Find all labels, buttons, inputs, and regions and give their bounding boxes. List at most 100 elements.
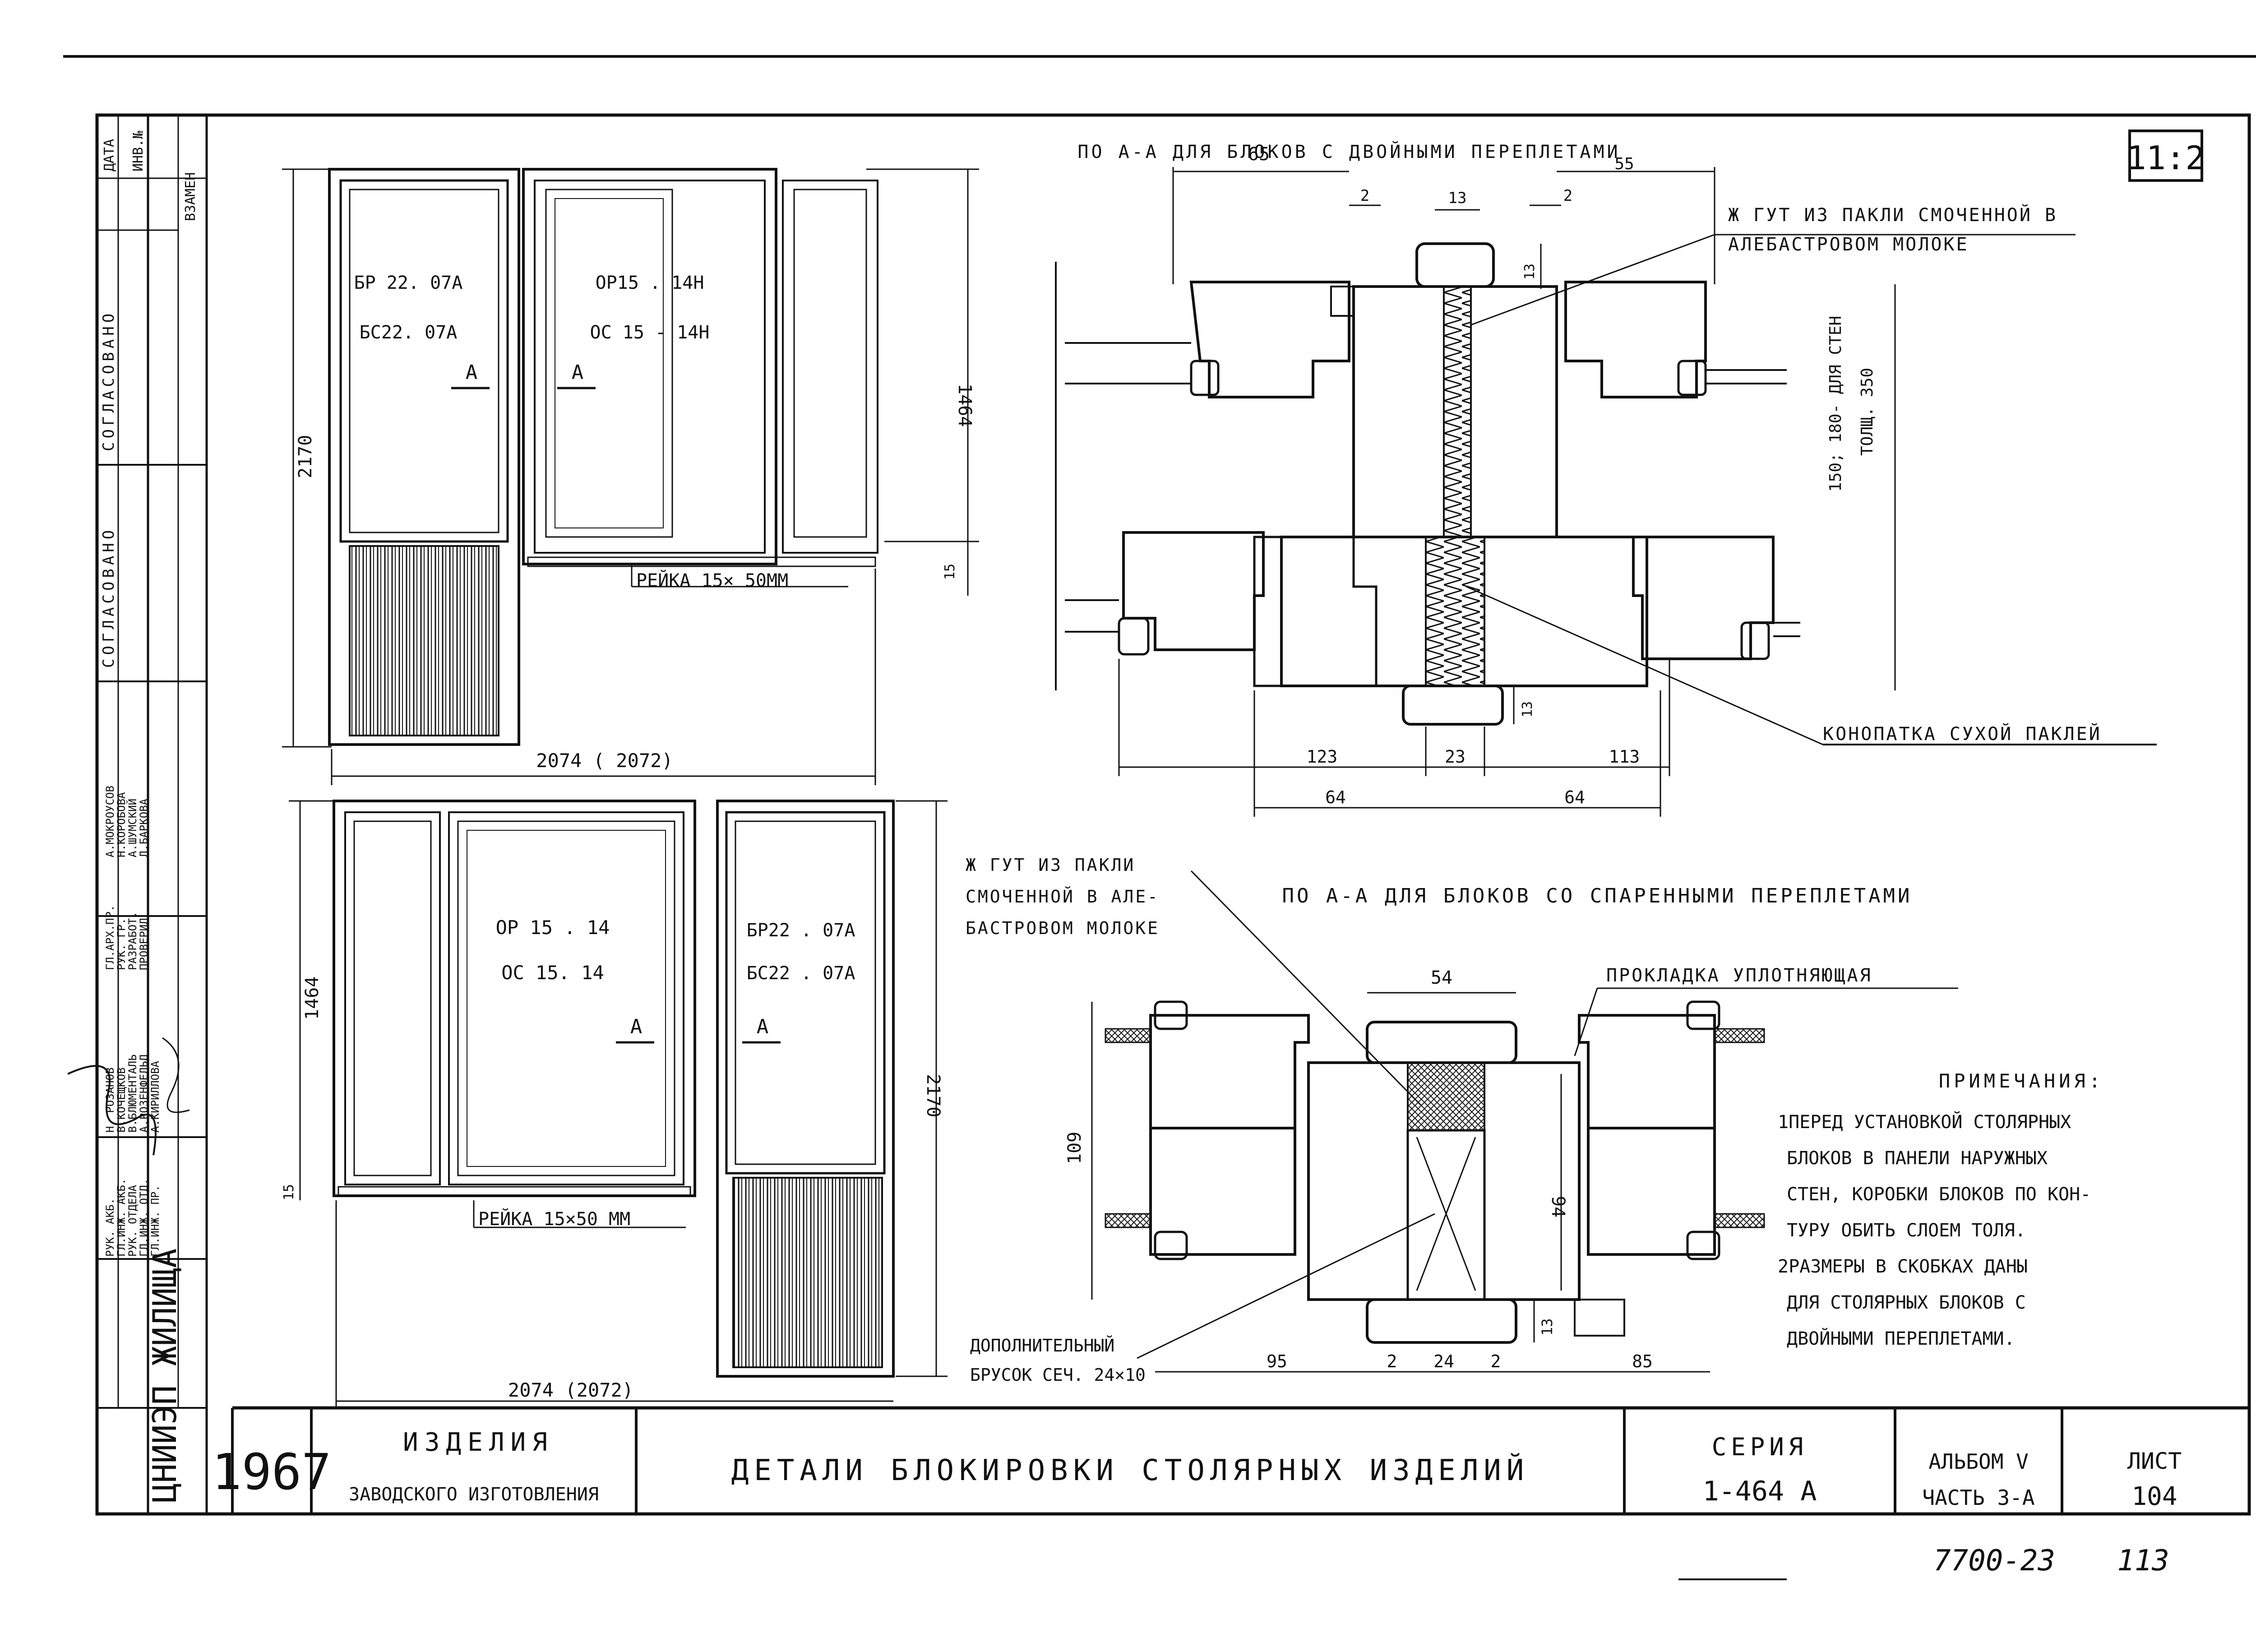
series-label: СЕРИЯ (1712, 1433, 1808, 1461)
dim-d113: 113 (1609, 747, 1640, 767)
paired-dim-d24: 24 (1433, 1351, 1454, 1371)
notes: ПРИМЕЧАНИЯ: 1ПЕРЕД УСТАНОВКОЙ СТОЛЯРНЫХ … (1778, 1070, 2104, 1349)
stamp-role2-2: РУК. ГР. (115, 918, 128, 970)
stamp-name-4: А.РОЗЕНФЕЛЬД (138, 1054, 150, 1133)
wall-note-1: 150; 180- ДЛЯ СТЕН (1826, 316, 1845, 492)
bottom-right-block-1: БР22 . 07А (747, 920, 855, 941)
bottom-dim-15: 15 (281, 1184, 297, 1200)
note-line-5: 2РАЗМЕРЫ В СКОБКАХ ДАНЫ (1778, 1256, 2028, 1277)
bottom-height-window: 1464 (302, 976, 323, 1020)
dim-d23: 23 (1445, 747, 1465, 767)
stamp-name2-3: А.ШУМСКИЙ (126, 799, 139, 857)
stamp-role-3: РУК. ОТДЕЛА (126, 1185, 139, 1257)
callout-tow-2: АЛЕБАСТРОВОМ МОЛОКЕ (1728, 234, 1969, 255)
note-line-6: ДЛЯ СТОЛЯРНЫХ БЛОКОВ С (1787, 1292, 2026, 1313)
side-stamp: СОГЛАСОВАНО СОГЛАСОВАНО ДАТА ИНВ.№ ВЗАМЕ… (67, 115, 208, 1514)
paired-dim-d13: 13 (1539, 1318, 1556, 1336)
album-label: АЛЬБОМ V (1928, 1449, 2029, 1474)
bottom-rail-label: РЕЙКА 15×50 ММ (478, 1208, 630, 1230)
stamp-role-4: ГЛ.ИНЖ. ОТД. (138, 1179, 150, 1257)
sheet-value: 104 (2131, 1482, 2177, 1511)
bottom-left-block-2: ОС 15. 14 (501, 962, 604, 984)
stamp-role2-4: ПРОВЕРИЛ (138, 918, 150, 970)
stamp-name-2: В.КОЧЕЩКОВ (115, 1068, 128, 1133)
paired-dim-d85: 85 (1632, 1351, 1653, 1371)
stamp-role-5: ГЛ.ИНЖ. ПР. (149, 1185, 162, 1257)
top-section-mark-1: А (466, 361, 478, 384)
door-panel-hatch-bottom (732, 1177, 883, 1368)
stamp-name-5: А.КИРИЛЛОВА (149, 1061, 162, 1133)
dim-d13b: 13 (1522, 264, 1538, 280)
signature-mark-2 (162, 1037, 190, 1113)
notes-title: ПРИМЕЧАНИЯ: (1939, 1070, 2104, 1092)
dim-d123: 123 (1307, 747, 1338, 767)
top-rail-label: РЕЙКА 15× 50ММ (636, 569, 788, 591)
section-double: ПО А-А ДЛЯ БЛОКОВ С ДВОЙНЫМИ ПЕРЕПЛЕТАМИ… (1055, 141, 2157, 817)
stamp-agreed-2: СОГЛАСОВАНО (100, 527, 118, 668)
bottom-right-block-2: БС22 . 07А (747, 963, 855, 984)
bottom-width: 2074 (2072) (508, 1379, 633, 1401)
callout-tow-paired-1: Ж ГУТ ИЗ ПАКЛИ (966, 855, 1135, 875)
dim-d13c: 13 (1520, 701, 1535, 717)
stamp-role-1: РУК. АКБ. (104, 1198, 116, 1257)
dim-d2b: 2 (1563, 187, 1572, 205)
dim-d13a: 13 (1448, 189, 1467, 207)
callout-tow-paired-2: СМОЧЕННОЙ В АЛЕ- (966, 887, 1160, 907)
section-double-title: ПО А-А ДЛЯ БЛОКОВ С ДВОЙНЫМИ ПЕРЕПЛЕТАМИ (1077, 141, 1620, 162)
plan-top: БР 22. 07А БС22. 07А ОР15 . 14Н ОС 15 - … (282, 168, 979, 785)
tow-bundle-hatch (1407, 1062, 1485, 1131)
stamp-replace: ВЗАМЕН (183, 172, 199, 221)
sheet-frame (63, 55, 2256, 1580)
note-line-2: БЛОКОВ В ПАНЕЛИ НАРУЖНЫХ (1787, 1148, 2048, 1169)
top-dim-15: 15 (942, 564, 958, 580)
callout-extra-bar-2: БРУСОК СЕЧ. 24×10 (970, 1365, 1146, 1385)
callout-tow-paired-3: БАСТРОВОМ МОЛОКЕ (966, 918, 1160, 938)
stamp-name2-2: Н.КОРОБОВА (115, 792, 128, 857)
dim-d55: 55 (1614, 155, 1634, 173)
series-value: 1-464 А (1703, 1476, 1817, 1507)
top-section-mark-2: А (572, 361, 584, 384)
paired-dim-d94: 94 (1548, 1196, 1568, 1217)
note-line-7: ДВОЙНЫМИ ПЕРЕПЛЕТАМИ. (1787, 1328, 2015, 1349)
bottom-left-block-1: ОР 15 . 14 (496, 916, 610, 939)
organization-name: ЦНИИЭП ЖИЛИЩА (146, 1248, 184, 1503)
stamp-date: ДАТА (102, 139, 117, 171)
note-line-3: СТЕН, КОРОБКИ БЛОКОВ ПО КОН- (1787, 1184, 2091, 1205)
bottom-height-total: 2170 (923, 1074, 943, 1117)
part-label: ЧАСТЬ 3-А (1922, 1485, 2034, 1510)
sheet-number: 11:2 (2127, 139, 2205, 177)
dim-d64b: 64 (1564, 787, 1585, 807)
stamp-name2-1: А.МОКРОУСОВ (104, 786, 116, 857)
top-width: 2074 ( 2072) (536, 750, 673, 772)
bottom-section-mark-2: А (757, 1015, 769, 1038)
dim-d2a: 2 (1360, 187, 1369, 205)
stamp-agreed-1: СОГЛАСОВАНО (100, 310, 118, 451)
top-left-block-2: БС22. 07А (360, 322, 458, 343)
paired-dim-d2a: 2 (1387, 1351, 1397, 1371)
archive-number: 7700-23 (1933, 1544, 2055, 1578)
drawing-title: ДЕТАЛИ БЛОКИРОВКИ СТОЛЯРНЫХ ИЗДЕЛИЙ (731, 1453, 1530, 1487)
stamp-inv: ИНВ.№ (130, 131, 146, 171)
stamp-role-2: ГЛ.ИНЖ. АКБ. (115, 1179, 128, 1257)
section-paired: ПО А-А ДЛЯ БЛОКОВ СО СПАРЕННЫМИ ПЕРЕПЛЕТ… (966, 855, 1958, 1385)
callout-gasket: ПРОКЛАДКА УПЛОТНЯЮЩАЯ (1606, 965, 1872, 986)
year: 1967 (212, 1443, 332, 1501)
product-line-2: ЗАВОДСКОГО ИЗГОТОВЛЕНИЯ (349, 1484, 599, 1505)
stamp-name2-4: Л.БАРКОВА (138, 798, 150, 857)
tow-filler-bottom (1425, 536, 1485, 687)
top-height-window: 1464 (954, 384, 975, 427)
note-line-1: 1ПЕРЕД УСТАНОВКОЙ СТОЛЯРНЫХ (1778, 1111, 2071, 1133)
callout-caulk: КОНОПАТКА СУХОЙ ПАКЛЕЙ (1823, 723, 2102, 745)
paired-dim-d95: 95 (1267, 1351, 1287, 1371)
section-paired-title: ПО А-А ДЛЯ БЛОКОВ СО СПАРЕННЫМИ ПЕРЕПЛЕТ… (1282, 884, 1912, 907)
callout-extra-bar-1: ДОПОЛНИТЕЛЬНЫЙ (970, 1336, 1114, 1356)
title-block: 1967 ИЗДЕЛИЯ ЗАВОДСКОГО ИЗГОТОВЛЕНИЯ ДЕТ… (212, 1406, 2249, 1578)
wall-note-2: ТОЛЩ. 350 (1858, 368, 1877, 456)
top-left-block-1: БР 22. 07А (354, 273, 463, 293)
dim-d65: 65 (1248, 144, 1270, 165)
note-line-4: ТУРУ ОБИТЬ СЛОЕМ ТОЛЯ. (1787, 1220, 2026, 1241)
signature-mark (67, 1065, 157, 1156)
sheet-number-box: 11:2 (2127, 130, 2205, 182)
stamp-role2-1: ГЛ.АРХ.ПР. (104, 905, 116, 971)
